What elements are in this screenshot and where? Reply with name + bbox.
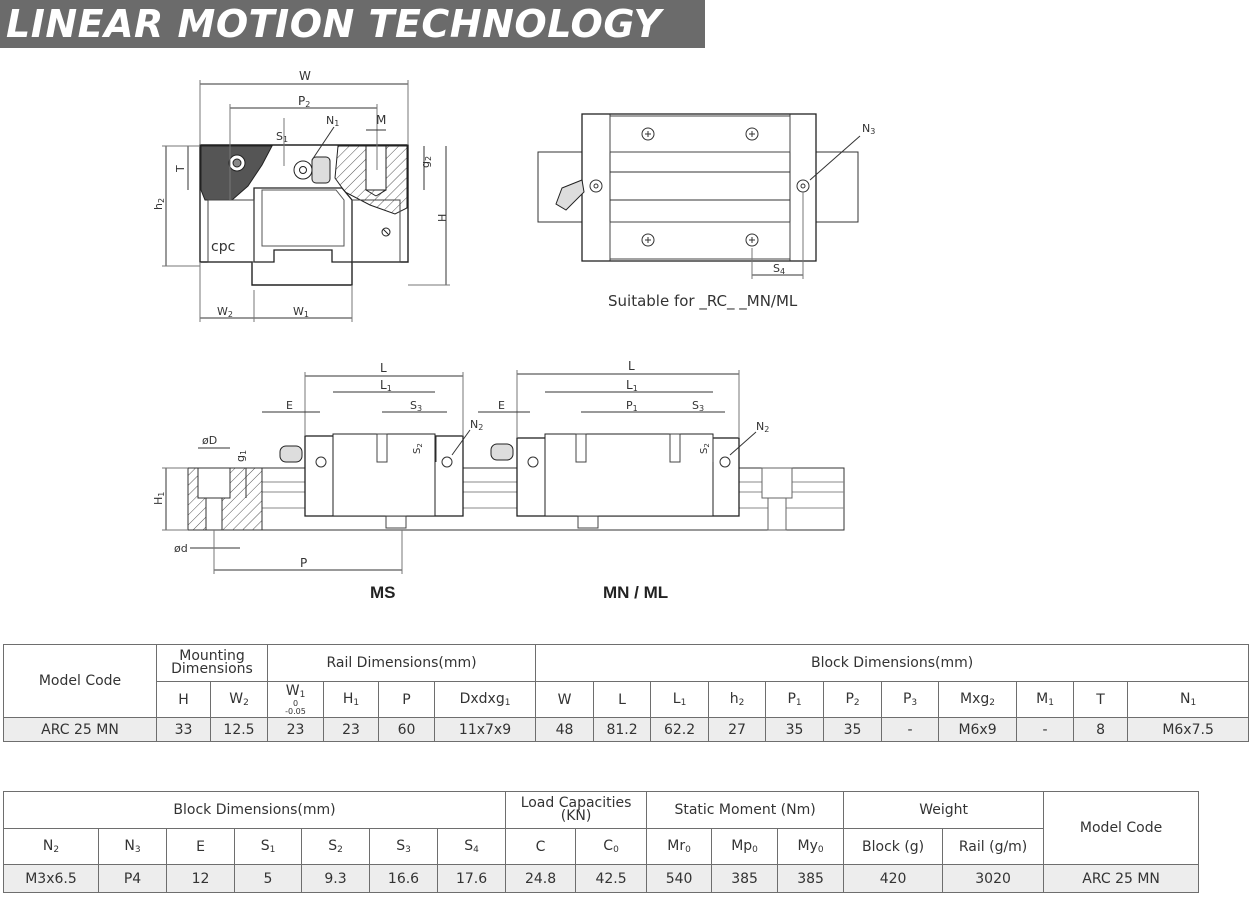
spec-table-2: Block Dimensions(mm) Load Capacities(KN)…	[2, 791, 1200, 893]
svg-text:L1: L1	[380, 378, 392, 393]
svg-text:E: E	[498, 399, 505, 412]
svg-text:W1: W1	[293, 305, 309, 319]
col-M1: M1	[1016, 681, 1075, 718]
table-row: M3x6.5 P4 12 5 9.3 16.6 17.6 24.8 42.5 5…	[3, 864, 1200, 893]
svg-text:T: T	[174, 165, 187, 173]
svg-text:N2: N2	[756, 420, 769, 434]
col-S1: S1	[234, 828, 302, 865]
col-N2: N2	[3, 828, 99, 865]
svg-text:g2: g2	[419, 156, 433, 168]
col-P3: P3	[881, 681, 940, 718]
svg-text:P1: P1	[626, 399, 638, 413]
technical-drawing: cpc W P2 N1 M S1 g2 T h2 H W2 W1	[152, 69, 875, 574]
svg-text:P2: P2	[298, 94, 310, 109]
svg-text:M: M	[376, 113, 386, 127]
svg-text:h2: h2	[152, 198, 166, 210]
spec-table-1: Model Code Mounting Dimensions Rail Dime…	[3, 644, 1250, 742]
col-C: C	[505, 828, 577, 865]
col-P2: P2	[823, 681, 883, 718]
svg-text:L: L	[628, 359, 635, 373]
svg-text:S3: S3	[692, 399, 704, 413]
col-P: P	[378, 681, 436, 718]
svg-text:H: H	[436, 214, 449, 222]
svg-text:P: P	[300, 556, 307, 570]
svg-text:N2: N2	[470, 418, 483, 432]
col-N3: N3	[98, 828, 167, 865]
rail-dimensions-header: Rail Dimensions(mm)	[267, 644, 537, 682]
weight-header: Weight	[843, 791, 1045, 829]
svg-text:H1: H1	[152, 492, 166, 505]
header-banner: LINEAR MOTION TECHNOLOGY	[0, 0, 705, 48]
suitable-for-caption: Suitable for _RC_ _MN/ML	[608, 292, 798, 310]
svg-text:E: E	[286, 399, 293, 412]
page-title: LINEAR MOTION TECHNOLOGY	[6, 2, 662, 46]
svg-text:S3: S3	[410, 399, 422, 413]
block-dimensions-header-2: Block Dimensions(mm)	[2, 791, 507, 829]
table-row: ARC 25 MN 33 12.5 23 23 60 11x7x9 48 81.…	[3, 717, 1250, 742]
cpc-logo: cpc	[211, 239, 235, 255]
col-S2: S2	[301, 828, 370, 865]
mounting-dimensions-header: Mounting Dimensions	[155, 644, 269, 682]
col-C0: C0	[575, 828, 648, 865]
col-Dxdxg1: Dxdxg1	[434, 681, 537, 718]
col-W2: W2	[209, 681, 269, 718]
svg-text:L1: L1	[626, 378, 638, 393]
model-code-header: Model Code	[3, 644, 157, 718]
label-mn-ml: MN / ML	[603, 583, 669, 602]
top-view: N3 S4	[537, 113, 875, 279]
col-S4: S4	[436, 828, 507, 865]
col-L: L	[593, 681, 652, 718]
col-Mr0: Mr0	[646, 828, 713, 865]
side-view: L L1 S3 E S2 N2 L L1 P1 S3 E S2 N2 øD g1	[152, 359, 845, 574]
svg-text:W: W	[299, 69, 311, 83]
col-h2: h2	[708, 681, 767, 718]
svg-text:S2: S2	[699, 443, 711, 454]
col-W: W	[535, 681, 595, 718]
col-H1: H1	[323, 681, 380, 718]
col-Mxg2: Mxg2	[938, 681, 1018, 718]
label-ms: MS	[370, 583, 396, 602]
svg-text:ød: ød	[174, 542, 188, 555]
col-P1: P1	[765, 681, 825, 718]
col-L1: L1	[650, 681, 710, 718]
col-H: H	[156, 681, 211, 718]
svg-text:øD: øD	[202, 434, 217, 447]
svg-text:S2: S2	[412, 443, 424, 454]
front-section-view: cpc W P2 N1 M S1 g2 T h2 H W2 W1	[152, 69, 450, 322]
svg-text:N3: N3	[862, 122, 875, 136]
model-code-header-2: Model Code	[1043, 791, 1200, 865]
col-N1: N1	[1127, 681, 1250, 718]
col-block-weight: Block (g)	[843, 828, 944, 865]
svg-text:W2: W2	[217, 305, 233, 319]
col-T: T	[1073, 681, 1129, 718]
svg-text:S4: S4	[773, 262, 785, 276]
svg-text:S1: S1	[276, 130, 288, 144]
block-dimensions-header: Block Dimensions(mm)	[535, 644, 1250, 682]
col-My0: My0	[777, 828, 845, 865]
static-moment-header: Static Moment (Nm)	[646, 791, 845, 829]
svg-text:g1: g1	[234, 450, 248, 462]
col-Mp0: Mp0	[711, 828, 779, 865]
svg-text:L: L	[380, 361, 387, 375]
col-E: E	[166, 828, 235, 865]
col-S3: S3	[369, 828, 438, 865]
col-rail-weight: Rail (g/m)	[942, 828, 1045, 865]
svg-text:N1: N1	[326, 114, 339, 128]
load-capacities-header: Load Capacities(KN)	[505, 791, 648, 829]
